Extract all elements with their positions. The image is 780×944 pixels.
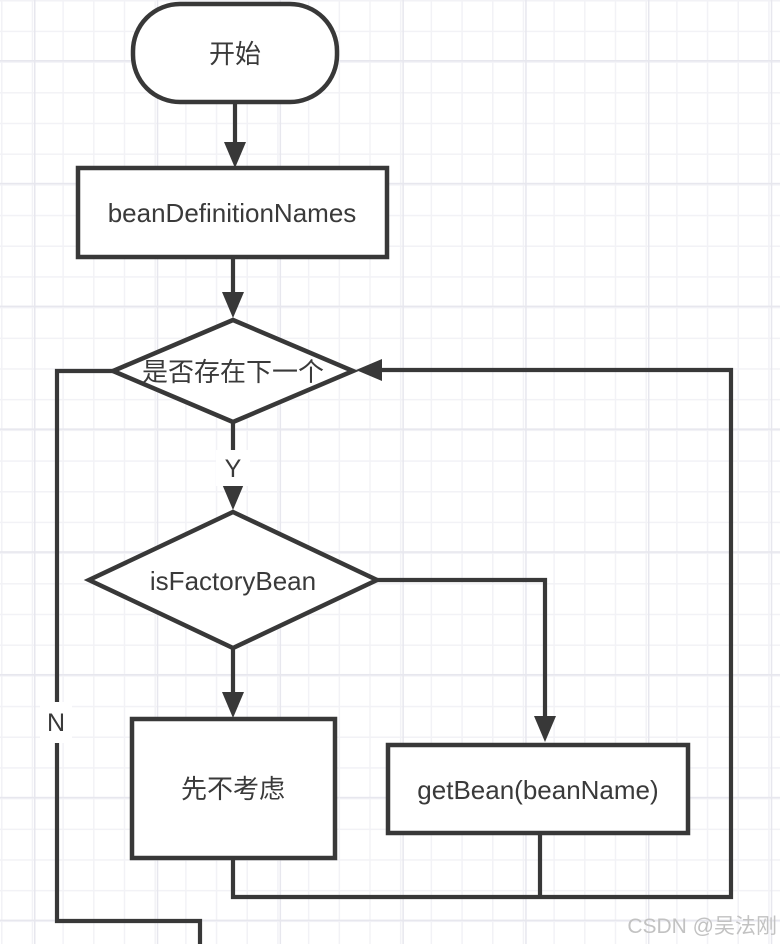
hasnext-decision-shape	[107, 317, 359, 425]
yes-label-background	[216, 450, 250, 486]
skip-label: 先不考虑	[181, 774, 285, 804]
edge-beandefinitionnames-to-hasnext-arrowhead	[222, 292, 244, 318]
beandefinitionnames-label: beanDefinitionNames	[108, 198, 357, 228]
edge-isfactorybean-to-getbean	[377, 577, 548, 716]
skip-process-shape	[129, 716, 338, 861]
edge-loop-back-arrowhead	[356, 359, 382, 381]
edge-start-to-beandefinitionnames-arrowhead	[224, 142, 246, 168]
node-beandefinitionnames: beanDefinitionNames	[75, 165, 390, 260]
edge-isfactorybean-to-getbean-arrowhead	[534, 716, 556, 742]
node-getbean: getBean(beanName)	[385, 742, 691, 836]
edge-isfactorybean-to-skip-arrowhead	[222, 692, 244, 718]
edge-loop-back-to-hasnext	[230, 367, 734, 900]
node-hasnext-decision: 是否存在下一个	[107, 317, 359, 425]
no-label-background	[40, 702, 72, 743]
branch-label-yes: Y	[216, 450, 250, 486]
edge-hasnext-no-path	[54, 368, 203, 944]
getbean-process-shape	[385, 742, 691, 836]
hasnext-label: 是否存在下一个	[142, 357, 324, 387]
beandefinitionnames-process-shape	[75, 165, 390, 260]
start-label: 开始	[209, 39, 261, 69]
node-isfactorybean-decision: isFactoryBean	[83, 509, 383, 651]
csdn-watermark: CSDN @吴法刚	[627, 915, 777, 938]
edge-hasnext-yes-arrowhead	[222, 484, 244, 510]
start-terminator-shape	[130, 1, 340, 105]
node-skip: 先不考虑	[129, 716, 338, 861]
branch-label-no: N	[40, 702, 72, 743]
edges-layer	[54, 101, 734, 944]
getbean-label: getBean(beanName)	[417, 775, 658, 805]
node-start: 开始	[130, 1, 340, 105]
isfactorybean-decision-shape	[83, 509, 383, 651]
no-label: N	[47, 709, 65, 737]
yes-label: Y	[225, 455, 242, 483]
isfactorybean-label: isFactoryBean	[150, 566, 316, 596]
